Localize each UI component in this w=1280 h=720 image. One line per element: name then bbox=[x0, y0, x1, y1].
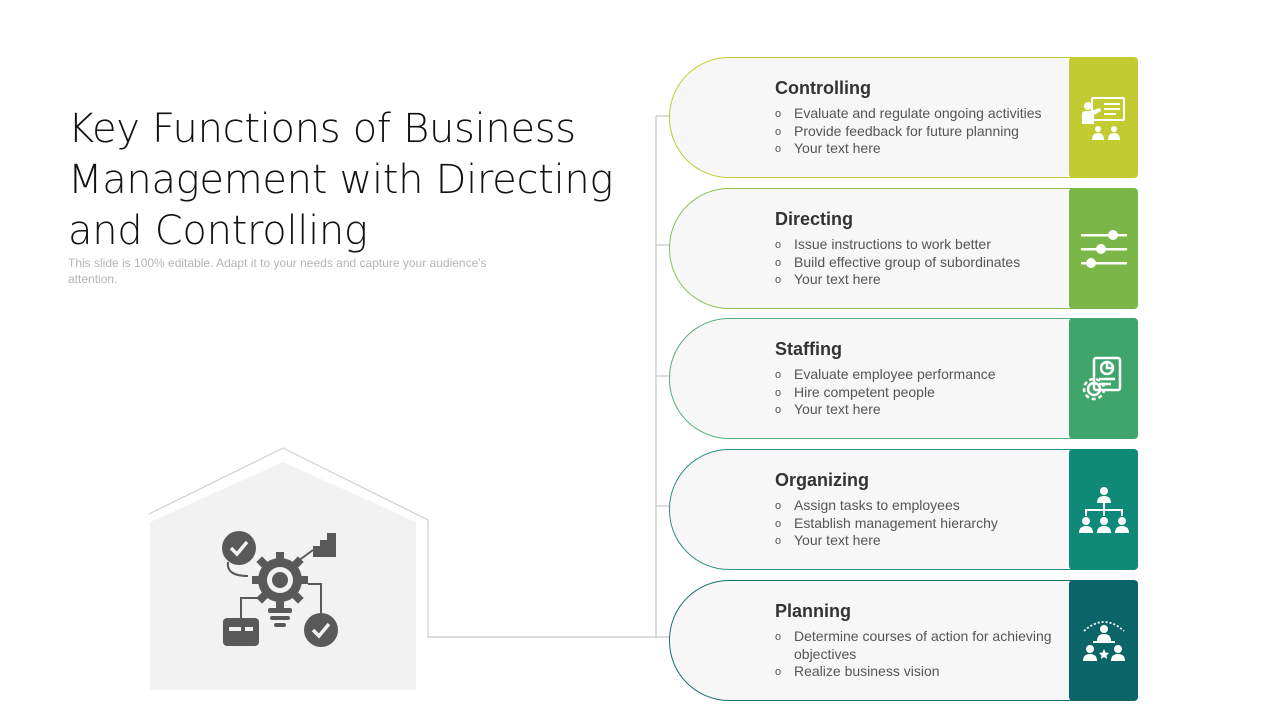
org-chart-icon bbox=[1078, 486, 1129, 533]
sliders-icon bbox=[1080, 229, 1127, 268]
presentation-board-icon bbox=[1081, 96, 1125, 140]
staffing-tab bbox=[1069, 318, 1138, 439]
function-title: Organizing bbox=[775, 470, 869, 490]
report-gear-icon bbox=[1082, 356, 1121, 400]
organizing-tab bbox=[1069, 449, 1138, 570]
slide-subtitle: This slide is 100% editable. Adapt it to… bbox=[68, 256, 487, 286]
team-meeting-icon bbox=[1082, 620, 1125, 661]
function-title: Directing bbox=[775, 209, 854, 229]
function-title: Staffing bbox=[775, 339, 842, 359]
slide-title: Key Functions of Business Management wit… bbox=[68, 106, 614, 254]
lightbulb-gear-process-icon bbox=[222, 531, 338, 647]
function-title: Planning bbox=[775, 601, 851, 621]
directing-tab bbox=[1069, 188, 1138, 309]
house-shape bbox=[148, 447, 429, 690]
controlling-tab bbox=[1069, 57, 1138, 178]
planning-tab bbox=[1069, 580, 1138, 701]
function-title: Controlling bbox=[775, 78, 871, 98]
